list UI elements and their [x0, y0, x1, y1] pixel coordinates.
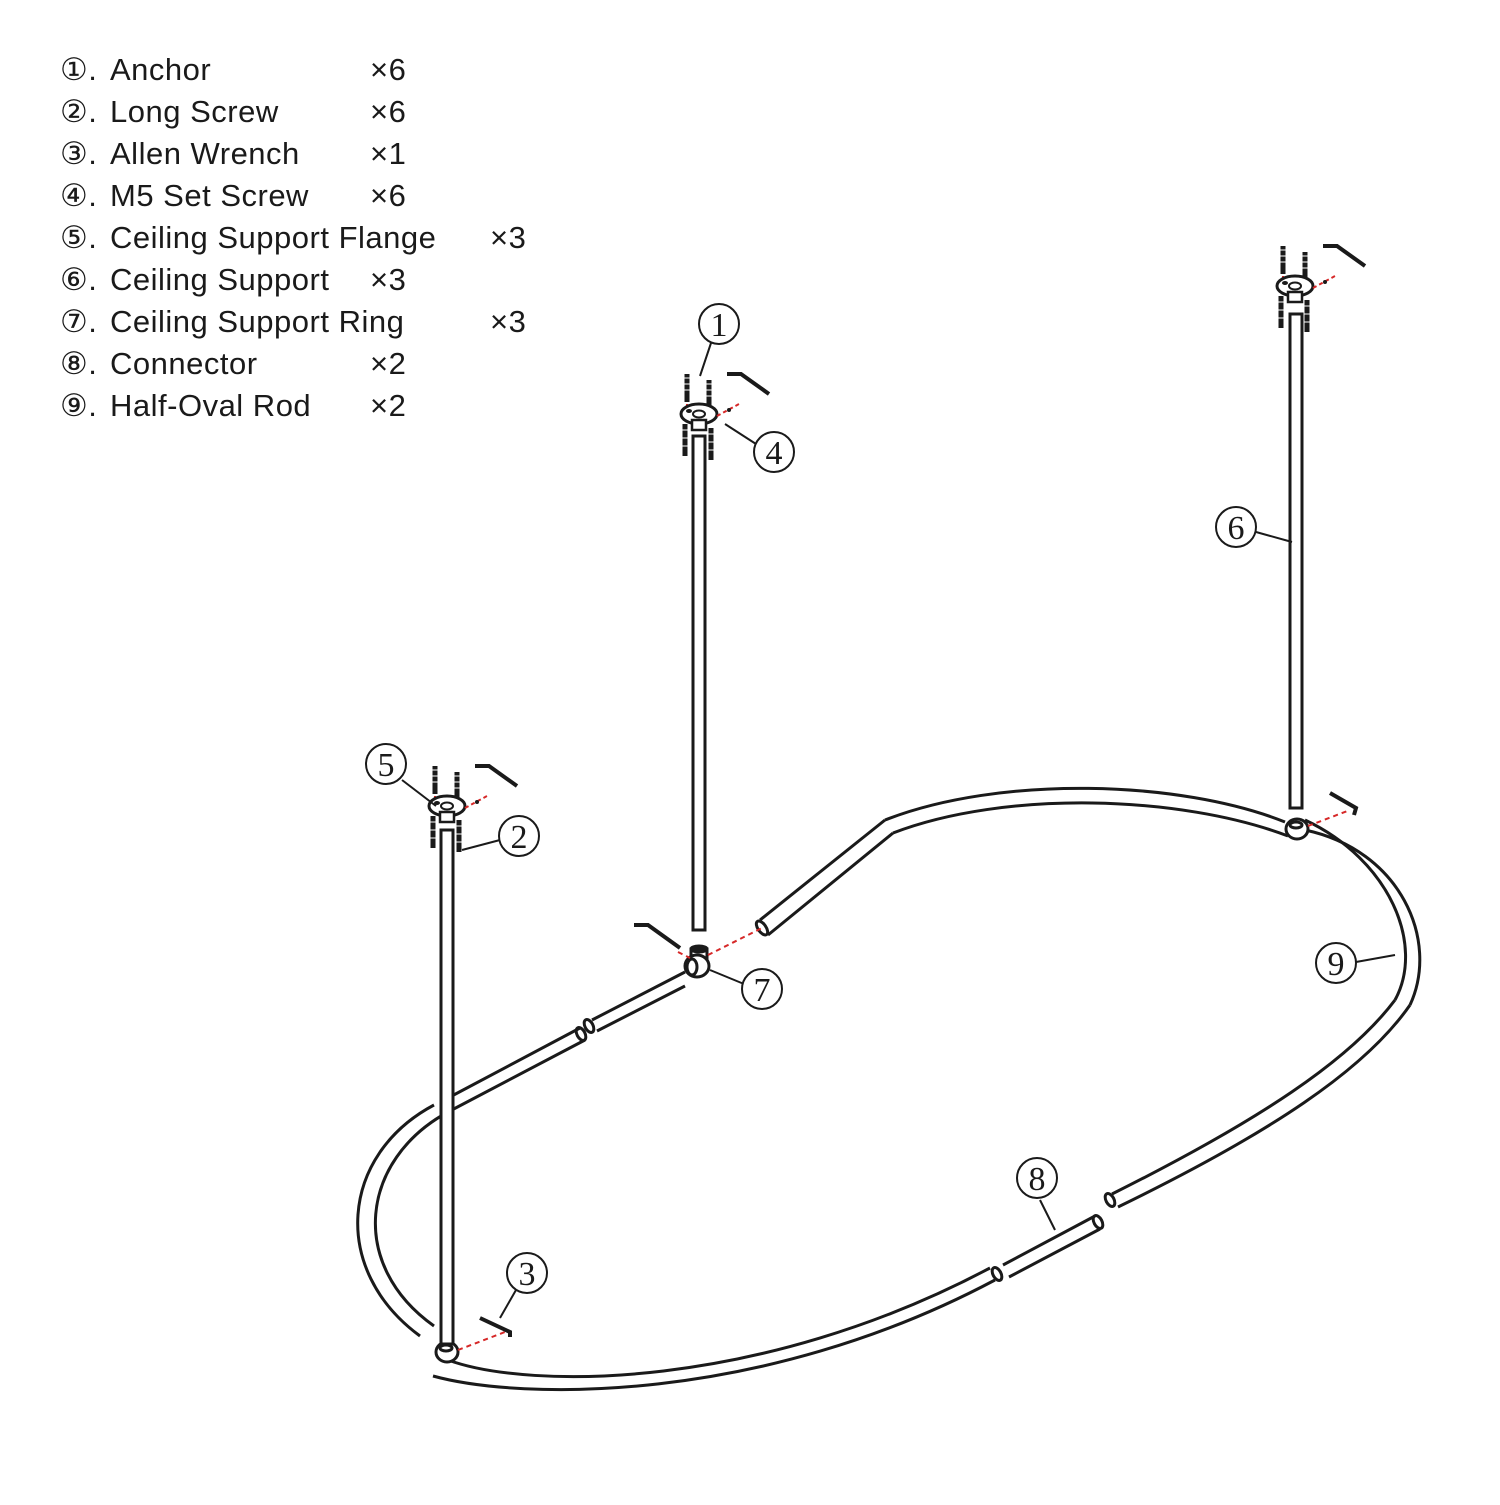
part-name: Ceiling Support [110, 262, 330, 297]
part-number: ⑥. [60, 262, 98, 297]
part-number: ③. [60, 136, 98, 171]
callout-9-label: 9 [1328, 946, 1345, 983]
part-name: M5 Set Screw [110, 178, 309, 213]
callout-1-label: 1 [711, 307, 728, 344]
top-hardware [429, 246, 1365, 852]
part-quantity: ×3 [490, 304, 527, 339]
callout-7: 7 [741, 968, 783, 1010]
callout-4: 4 [753, 431, 795, 473]
part-number: ⑨. [60, 388, 98, 423]
part-quantity: ×2 [370, 346, 407, 381]
part-name: Anchor [110, 52, 212, 87]
ceiling-support-posts [439, 312, 1304, 1346]
part-quantity: ×6 [370, 52, 407, 87]
callout-1: 1 [698, 303, 740, 345]
connector-and-rings [434, 817, 1310, 1364]
callout-5: 5 [365, 743, 407, 785]
callout-3-label: 3 [519, 1256, 536, 1293]
callout-2: 2 [498, 815, 540, 857]
callout-leaders [401, 339, 1396, 1319]
part-quantity: ×6 [370, 178, 407, 213]
part-quantity: ×1 [370, 136, 407, 171]
part-quantity: ×6 [370, 94, 407, 129]
part-quantity: ×2 [370, 388, 407, 423]
callout-4-label: 4 [766, 435, 783, 472]
oval-rod [356, 786, 1422, 1392]
part-number: ⑧. [60, 346, 98, 381]
callout-5-label: 5 [378, 747, 395, 784]
part-name: Connector [110, 346, 258, 381]
part-name: Half-Oval Rod [110, 388, 312, 423]
part-name: Ceiling Support Ring [110, 304, 405, 339]
part-name: Ceiling Support Flange [110, 220, 437, 255]
callout-6: 6 [1215, 506, 1257, 548]
callout-2-label: 2 [511, 819, 528, 856]
part-number: ⑤. [60, 220, 98, 255]
callout-8: 8 [1016, 1157, 1058, 1199]
part-quantity: ×3 [370, 262, 407, 297]
part-number: ④. [60, 178, 98, 213]
guide-lines [457, 809, 1351, 1351]
wrenches [479, 791, 1359, 1337]
callout-7-label: 7 [754, 972, 771, 1009]
part-name: Long Screw [110, 94, 279, 129]
part-name: Allen Wrench [110, 136, 300, 171]
callout-8-label: 8 [1029, 1161, 1046, 1198]
callout-3: 3 [506, 1252, 548, 1294]
part-quantity: ×3 [490, 220, 527, 255]
part-number: ②. [60, 94, 98, 129]
callout-9: 9 [1315, 942, 1357, 984]
part-number: ⑦. [60, 304, 98, 339]
part-number: ①. [60, 52, 98, 87]
callout-6-label: 6 [1228, 510, 1245, 547]
